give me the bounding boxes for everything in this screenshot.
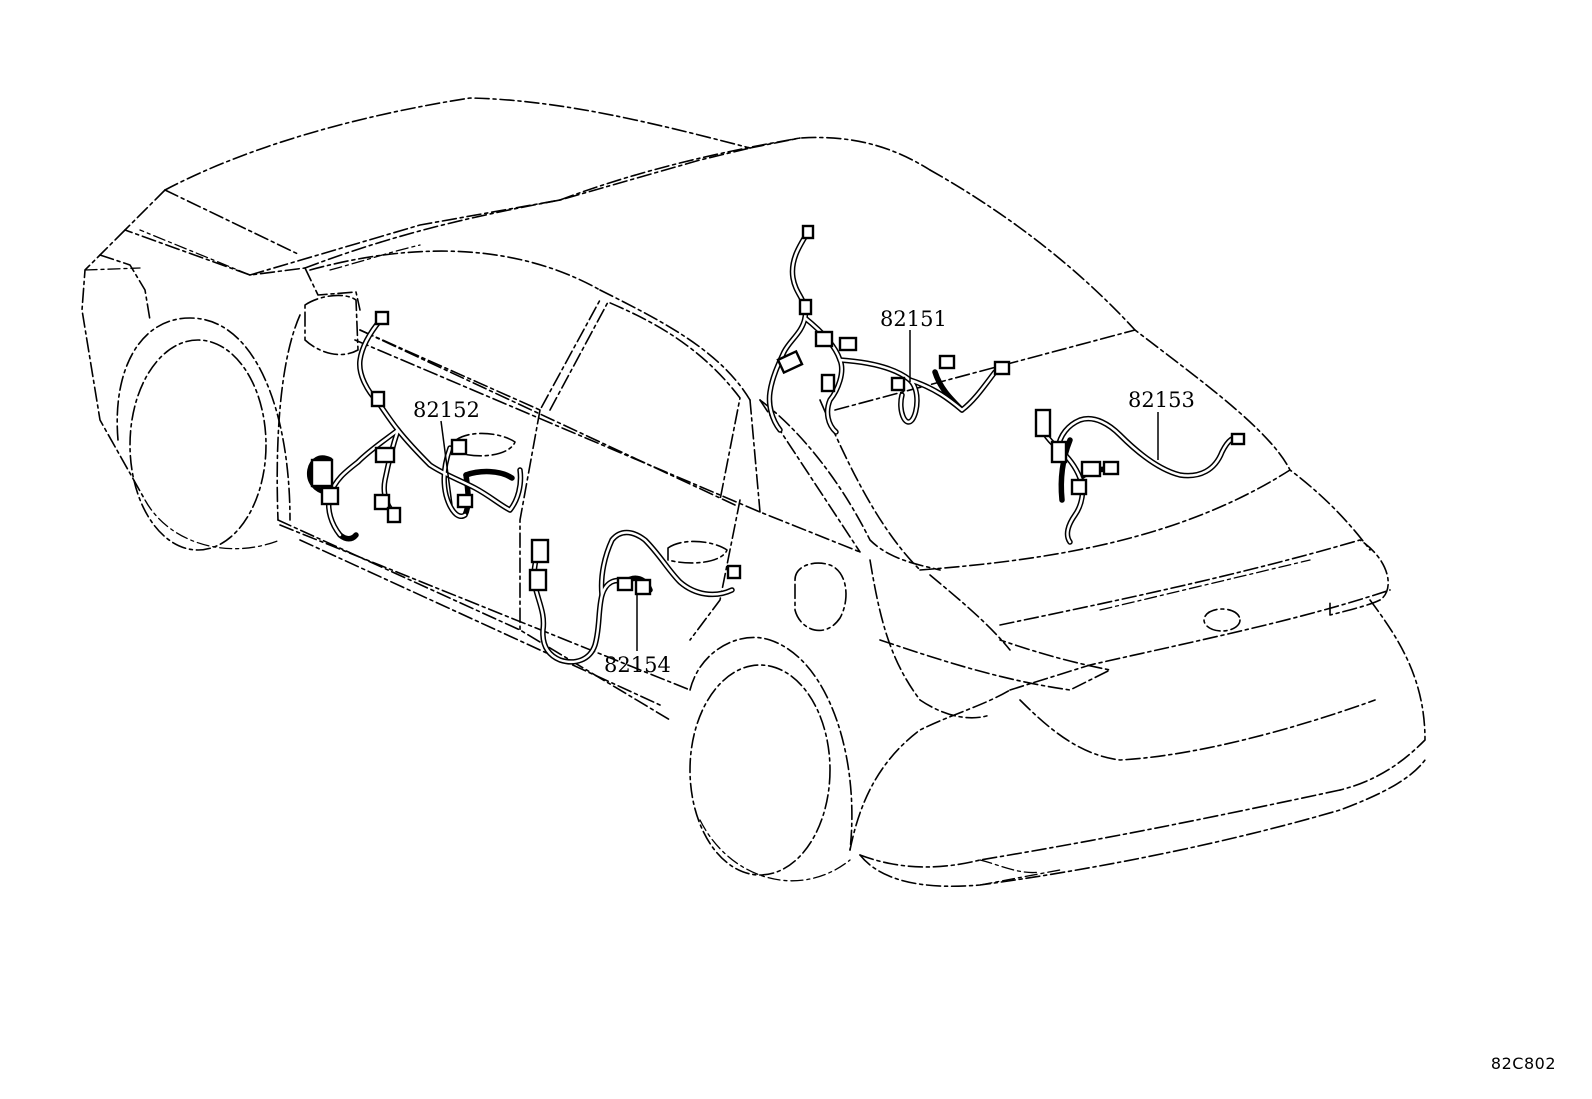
vehicle-body-outline [81,97,1426,888]
diagram-reference-code: 82C802 [1490,1054,1556,1073]
part-label-82153: 82153 [1128,388,1195,412]
part-label-82154: 82154 [604,653,671,677]
wire-harness-82152 [306,310,524,542]
leader-82152 [440,420,453,506]
wire-harness-82153 [1034,408,1246,545]
wire-harness-82154 [528,529,742,665]
part-label-82151: 82151 [880,307,947,331]
part-label-82152: 82152 [413,398,480,422]
wire-harness-82151 [766,224,1011,435]
